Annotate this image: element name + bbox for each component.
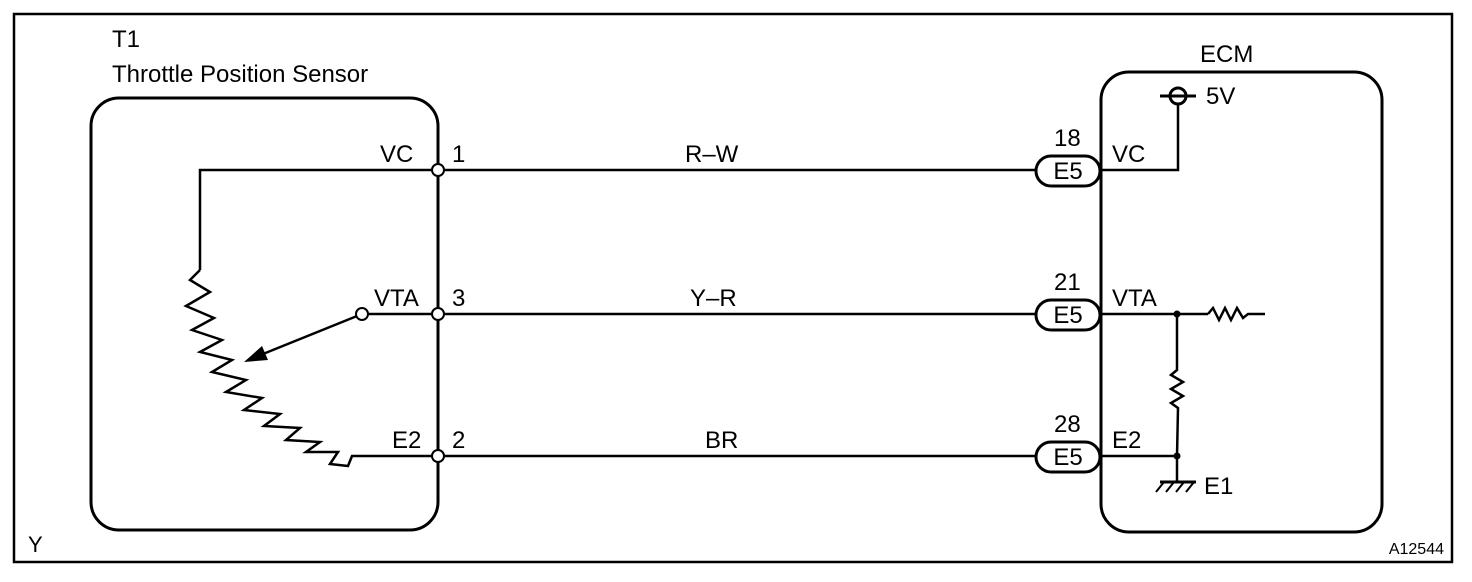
sensor-pin-terminal-vta bbox=[431, 307, 445, 321]
sensor-pin-signal-vc: VC bbox=[380, 141, 413, 168]
sensor-id: T1 bbox=[112, 26, 140, 53]
ground-symbol bbox=[1155, 480, 1196, 493]
sensor-name: Throttle Position Sensor bbox=[112, 61, 368, 88]
ecm-box bbox=[1099, 70, 1384, 534]
sensor-vc-lead bbox=[198, 168, 438, 270]
ecm-signal-vc: VC bbox=[1112, 141, 1145, 168]
ecm-pin-number-18: 18 bbox=[1054, 125, 1081, 152]
ecm-vc-supply-line bbox=[1100, 104, 1180, 172]
sensor-pin-signal-vta: VTA bbox=[374, 285, 419, 312]
ecm-connector-label-e2: E5 bbox=[1053, 444, 1082, 471]
sensor-pin-number-2: 2 bbox=[452, 427, 465, 454]
ecm-pin-number-21: 21 bbox=[1054, 269, 1081, 296]
wiper-arrowhead bbox=[244, 346, 268, 362]
sensor-pin-number-3: 3 bbox=[452, 285, 465, 312]
potentiometer-wiper bbox=[257, 312, 363, 358]
wire-color-vc: R–W bbox=[685, 141, 739, 168]
diagram-frame bbox=[12, 12, 1454, 564]
figure-code: A12544 bbox=[1389, 541, 1444, 558]
ecm-title: ECM bbox=[1200, 41, 1253, 68]
sensor-pin-terminal-vc bbox=[431, 163, 445, 177]
ecm-signal-vta: VTA bbox=[1112, 285, 1157, 312]
corner-label-left: Y bbox=[28, 532, 43, 557]
ecm-pulldown-resistor bbox=[1168, 314, 1186, 457]
sensor-pin-signal-e2: E2 bbox=[392, 427, 421, 454]
wire-color-vta: Y–R bbox=[690, 285, 737, 312]
sensor-pin-number-1: 1 bbox=[452, 141, 465, 168]
e2-junction bbox=[1173, 452, 1181, 460]
wire-color-e2: BR bbox=[705, 427, 738, 454]
ecm-connector-label-vta: E5 bbox=[1053, 302, 1082, 329]
ecm-connector-label-vc: E5 bbox=[1053, 158, 1082, 185]
ecm-signal-e2: E2 bbox=[1112, 427, 1141, 454]
ecm-vta-input-resistor bbox=[1207, 305, 1265, 323]
sensor-pin-terminal-e2 bbox=[431, 449, 445, 463]
ecm-pin-number-28: 28 bbox=[1054, 411, 1081, 438]
wiper-terminal bbox=[355, 307, 369, 321]
ground-label: E1 bbox=[1204, 473, 1233, 500]
supply-voltage: 5V bbox=[1206, 83, 1235, 110]
potentiometer-resistor bbox=[183, 269, 438, 468]
